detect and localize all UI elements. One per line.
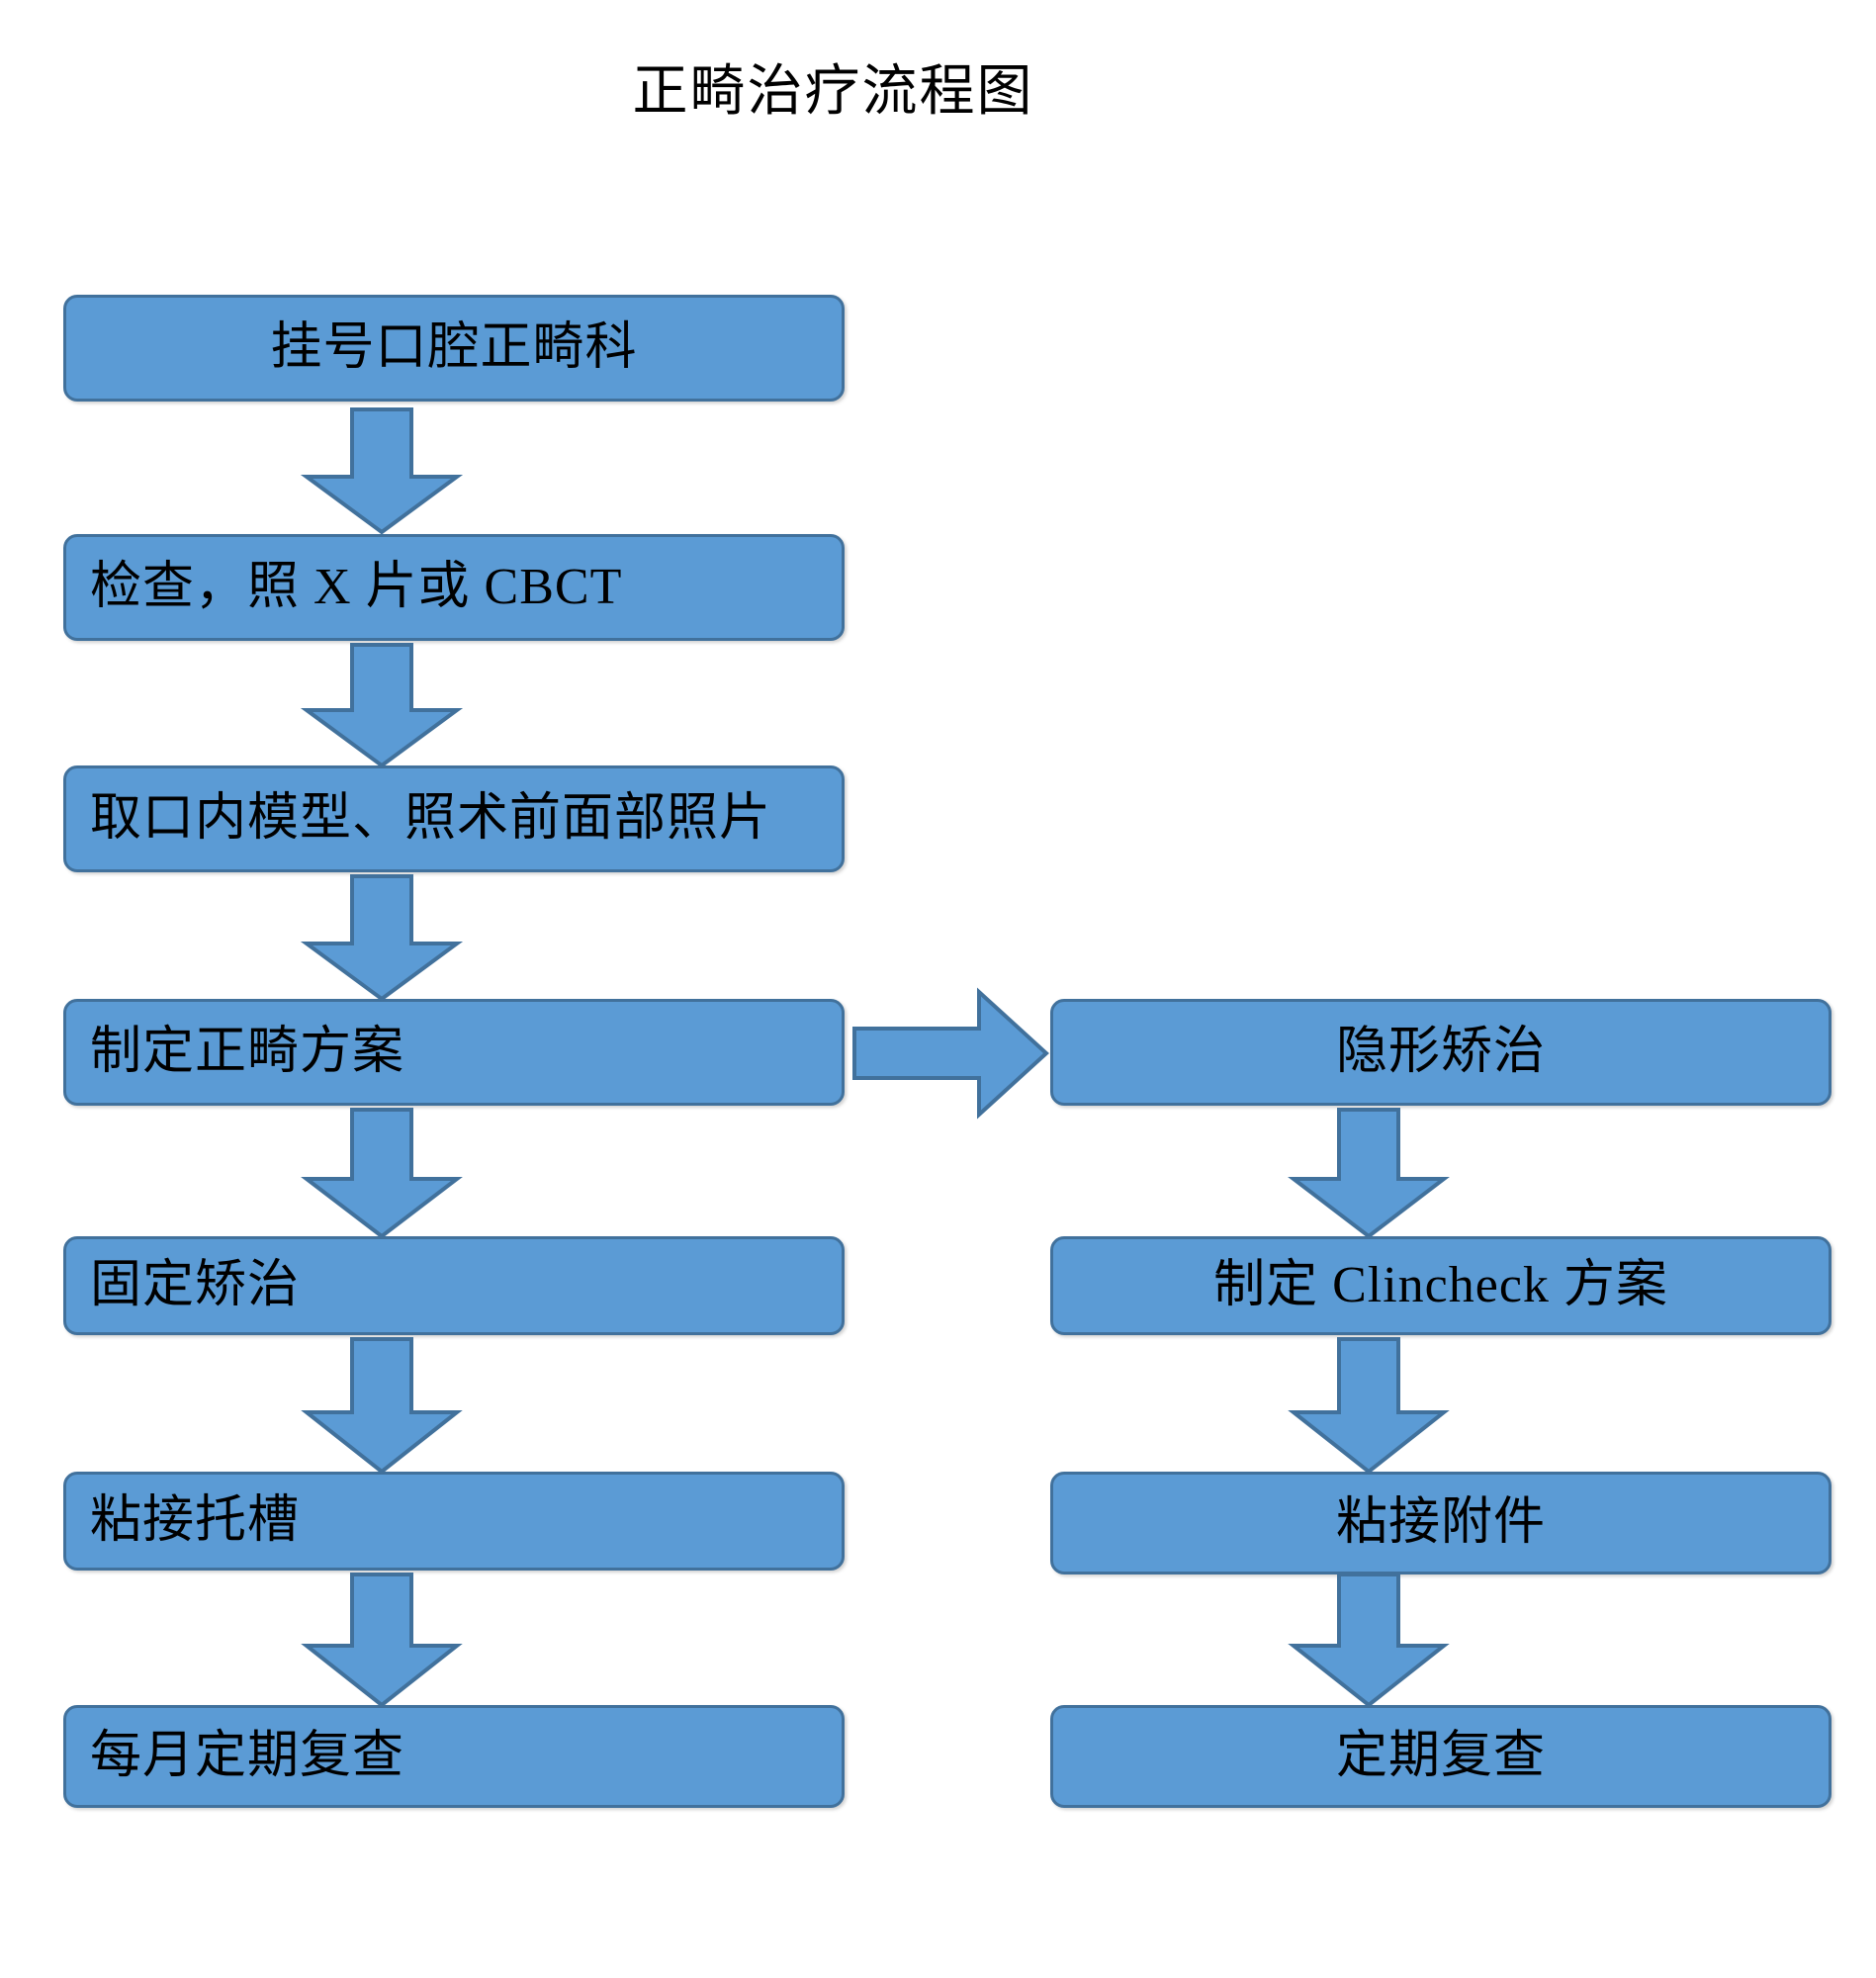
arrow-down-r3-r4	[1288, 1573, 1450, 1708]
arrow-down-n1-n2	[300, 407, 464, 535]
flow-node-r1[interactable]: 隐形矫治	[1050, 999, 1831, 1106]
arrow-down-r1-r2	[1288, 1108, 1450, 1239]
flow-node-n2[interactable]: 检查，照 X 片或 CBCT	[63, 534, 845, 641]
flow-node-n6[interactable]: 粘接托槽	[63, 1472, 845, 1571]
flow-node-n5[interactable]: 固定矫治	[63, 1236, 845, 1335]
arrow-down-n3-n4	[300, 874, 464, 1002]
flow-node-r4[interactable]: 定期复查	[1050, 1705, 1831, 1808]
flow-node-n7[interactable]: 每月定期复查	[63, 1705, 845, 1808]
arrow-down-n2-n3	[300, 643, 464, 768]
page-title-text: 正畸治疗流程图	[632, 61, 1034, 123]
arrow-down-n4-n5	[301, 1108, 463, 1239]
flow-node-n1[interactable]: 挂号口腔正畸科	[63, 295, 845, 402]
arrow-down-r2-r3	[1288, 1337, 1450, 1475]
flow-node-r3[interactable]: 粘接附件	[1050, 1472, 1831, 1574]
arrow-down-n6-n7	[301, 1573, 463, 1708]
flow-node-n4[interactable]: 制定正畸方案	[63, 999, 845, 1106]
flow-node-r2[interactable]: 制定 Clincheck 方案	[1050, 1236, 1831, 1335]
page-title: 正畸治疗流程图	[0, 59, 1876, 126]
arrow-right-n4-r1	[852, 987, 1049, 1120]
arrow-down-n5-n6	[301, 1337, 463, 1475]
flow-node-n3[interactable]: 取口内模型、照术前面部照片	[63, 765, 845, 872]
